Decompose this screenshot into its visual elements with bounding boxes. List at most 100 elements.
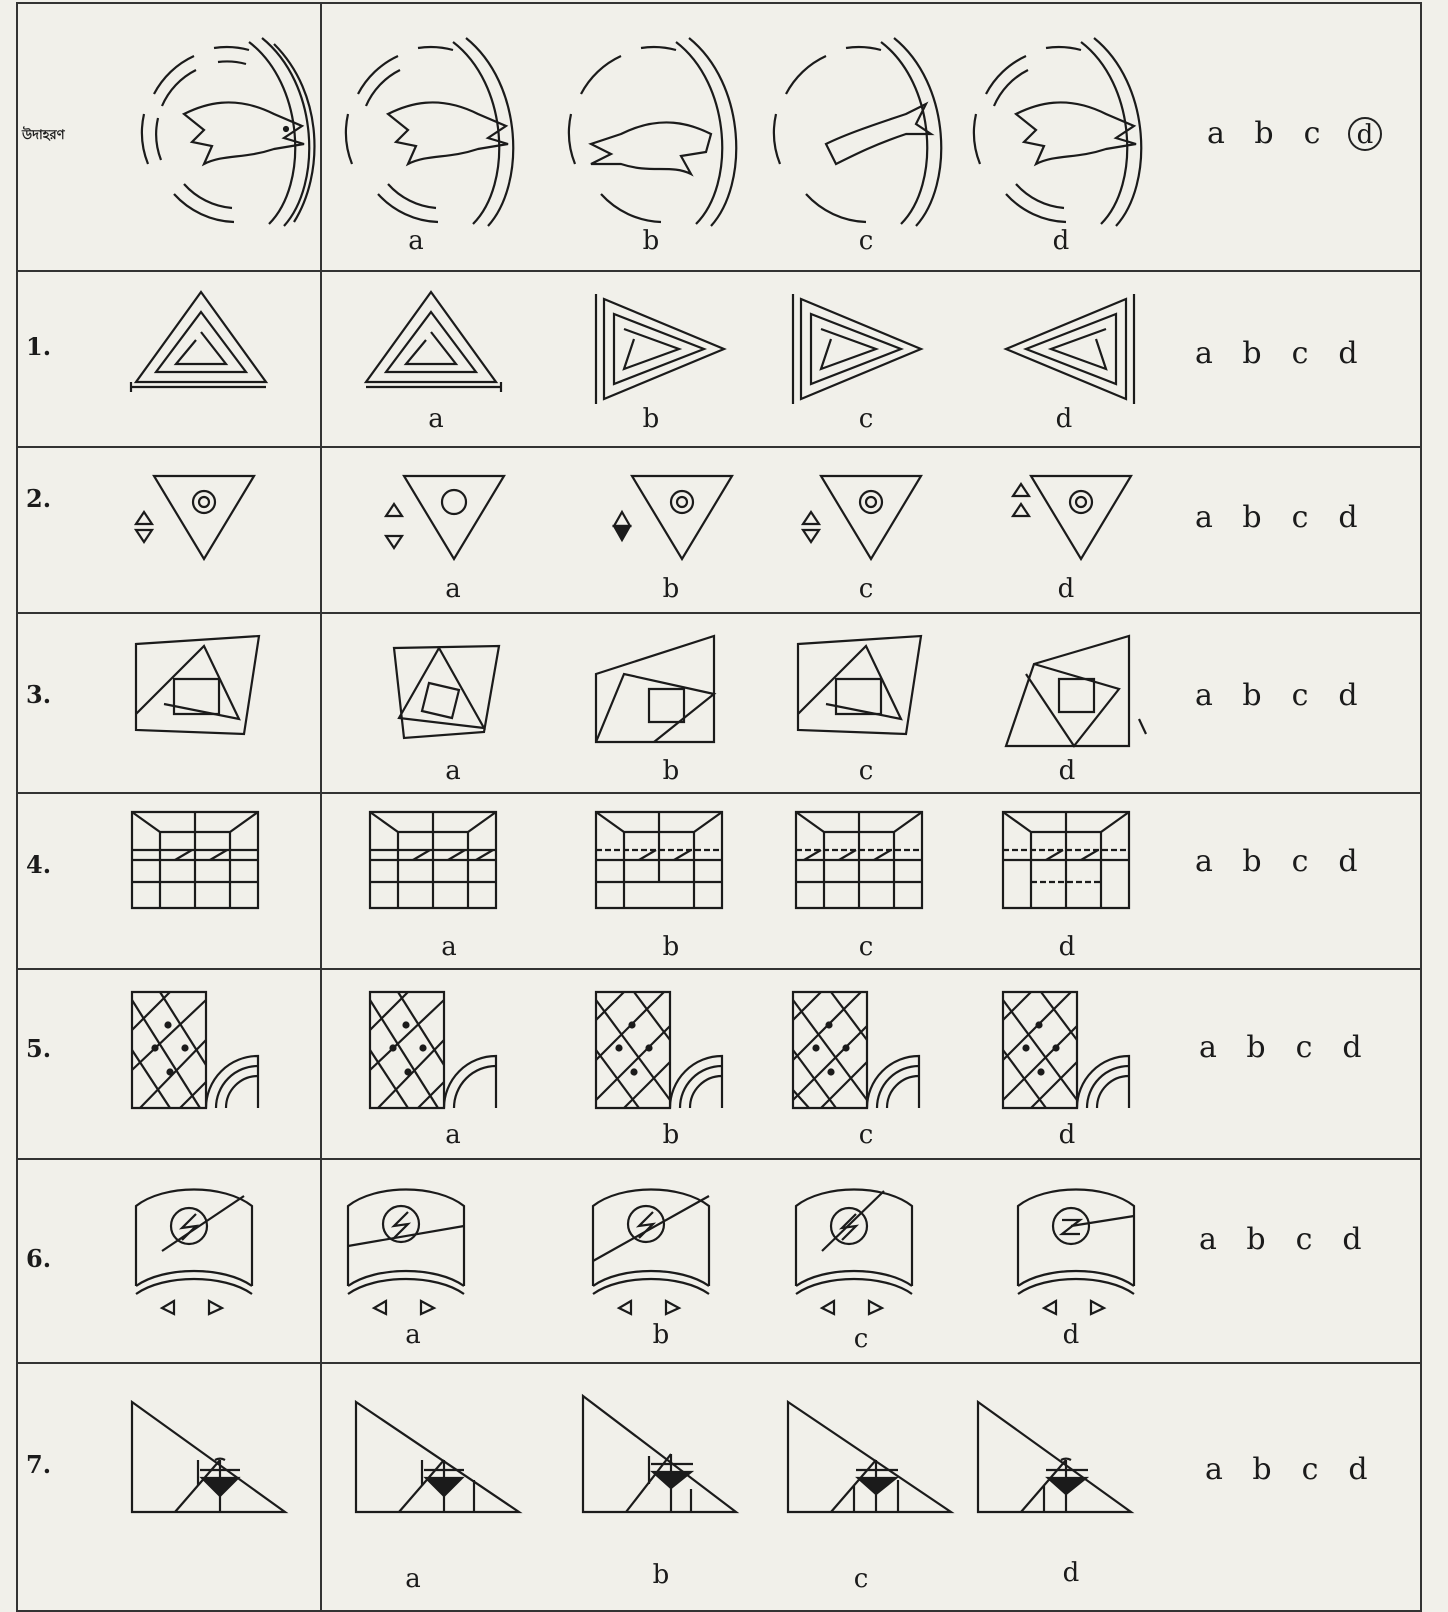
option-label-a: a <box>398 1564 428 1594</box>
inverted-triangle-rings-option-b-icon <box>612 474 742 564</box>
spiral-triangle-option-d-icon <box>1001 294 1141 404</box>
option-label-c: c <box>851 756 881 786</box>
answer-d[interactable]: d <box>1340 1222 1364 1257</box>
row-number: 2. <box>26 484 51 513</box>
answer-c[interactable]: c <box>1288 336 1312 371</box>
lightning-arch-option-b-icon <box>591 1186 711 1326</box>
option-label-c: c <box>851 1120 881 1150</box>
diamond-lattice-icon <box>130 990 270 1110</box>
option-label-d: d <box>1052 756 1082 786</box>
answer-a[interactable]: a <box>1202 1452 1226 1487</box>
row-number: 3. <box>26 680 51 709</box>
option-label-d: d <box>1052 1120 1082 1150</box>
option-label-c: c <box>851 404 881 434</box>
right-triangle-cup-option-b-icon <box>581 1394 741 1519</box>
answer-a[interactable]: a <box>1196 1030 1220 1065</box>
option-label-c: c <box>851 226 881 256</box>
lightning-arch-option-c-icon <box>794 1186 914 1326</box>
answer-c[interactable]: c <box>1292 1222 1316 1257</box>
fish-ring-option-d-icon <box>966 34 1156 234</box>
answer-d[interactable]: d <box>1346 1452 1370 1487</box>
answer-c[interactable]: c <box>1288 678 1312 713</box>
option-label-b: b <box>656 1120 686 1150</box>
table-row: 6. <box>16 1158 1422 1364</box>
option-label-d: d <box>1056 1558 1086 1588</box>
nested-quadrilateral-option-b-icon <box>594 634 724 744</box>
answer-b[interactable]: b <box>1252 116 1276 151</box>
option-label-c: c <box>851 574 881 604</box>
option-label-a: a <box>438 756 468 786</box>
row-number: উদাহরণ <box>22 126 65 147</box>
table-row: 1. <box>16 270 1422 448</box>
inverted-triangle-rings-option-a-icon <box>384 474 514 564</box>
answer-b[interactable]: b <box>1240 336 1264 371</box>
spiral-triangle-option-a-icon <box>361 292 501 392</box>
answer-c[interactable]: c <box>1288 500 1312 535</box>
answer-a[interactable]: a <box>1204 116 1228 151</box>
answer-a[interactable]: a <box>1192 336 1216 371</box>
diamond-lattice-option-b-icon <box>594 990 734 1110</box>
option-label-b: b <box>656 932 686 962</box>
option-label-c: c <box>846 1324 876 1354</box>
option-label-b: b <box>656 574 686 604</box>
answer-a[interactable]: a <box>1192 844 1216 879</box>
answer-b[interactable]: b <box>1240 500 1264 535</box>
fish-ring-option-c-icon <box>766 34 956 234</box>
option-label-d: d <box>1052 932 1082 962</box>
option-label-a: a <box>434 932 464 962</box>
option-label-a: a <box>438 1120 468 1150</box>
table-row: 3. <box>16 612 1422 794</box>
right-triangle-cup-icon <box>130 1400 290 1520</box>
nested-quadrilateral-option-a-icon <box>374 638 504 748</box>
answer-c[interactable]: c <box>1300 116 1324 151</box>
diamond-lattice-option-d-icon <box>1001 990 1141 1110</box>
answer-c[interactable]: c <box>1298 1452 1322 1487</box>
lightning-arch-option-d-icon <box>1016 1186 1136 1326</box>
option-label-a: a <box>401 226 431 256</box>
answer-choices: a b c d <box>1196 1222 1364 1257</box>
answer-b[interactable]: b <box>1240 844 1264 879</box>
answer-choices: a b c d <box>1204 116 1382 151</box>
answer-b[interactable]: b <box>1244 1030 1268 1065</box>
nested-quadrilateral-option-c-icon <box>796 634 926 744</box>
answer-choices: a b c d <box>1196 1030 1364 1065</box>
fish-ring-icon <box>134 34 324 234</box>
answer-c[interactable]: c <box>1292 1030 1316 1065</box>
answer-b[interactable]: b <box>1244 1222 1268 1257</box>
table-row: উদাহরণ <box>16 2 1422 272</box>
nested-quadrilateral-icon <box>134 634 264 744</box>
answer-b[interactable]: b <box>1250 1452 1274 1487</box>
answer-d[interactable]: d <box>1336 844 1360 879</box>
row-number: 1. <box>26 332 51 361</box>
inverted-triangle-rings-option-d-icon <box>1011 474 1141 564</box>
row-number: 5. <box>26 1034 51 1063</box>
answer-a[interactable]: a <box>1196 1222 1220 1257</box>
spiral-triangle-option-c-icon <box>791 294 931 404</box>
answer-choices: a b c d <box>1192 678 1360 713</box>
row-number: 4. <box>26 850 51 879</box>
answer-a[interactable]: a <box>1192 500 1216 535</box>
answer-choices: a b c d <box>1192 336 1360 371</box>
diamond-lattice-option-c-icon <box>791 990 931 1110</box>
answer-d[interactable]: d <box>1336 336 1360 371</box>
option-label-b: b <box>646 1320 676 1350</box>
answer-d[interactable]: d <box>1336 678 1360 713</box>
option-label-d: d <box>1049 404 1079 434</box>
option-label-a: a <box>398 1320 428 1350</box>
spiral-triangle-icon <box>131 292 271 392</box>
spiral-triangle-option-b-icon <box>594 294 734 404</box>
option-label-c: c <box>851 932 881 962</box>
answer-d-marked[interactable]: d <box>1348 117 1382 151</box>
answer-d[interactable]: d <box>1340 1030 1364 1065</box>
table-row: 7. <box>16 1362 1422 1612</box>
answer-c[interactable]: c <box>1288 844 1312 879</box>
option-label-b: b <box>646 1560 676 1590</box>
inverted-triangle-rings-icon <box>134 474 264 564</box>
answer-d[interactable]: d <box>1336 500 1360 535</box>
option-label-b: b <box>636 226 666 256</box>
answer-b[interactable]: b <box>1240 678 1264 713</box>
table-row: 5. <box>16 968 1422 1160</box>
row-number: 6. <box>26 1244 51 1273</box>
answer-a[interactable]: a <box>1192 678 1216 713</box>
